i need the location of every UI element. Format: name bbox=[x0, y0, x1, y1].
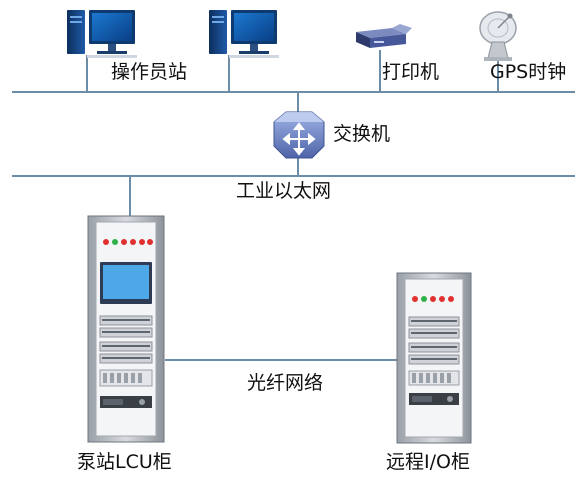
printer-icon bbox=[356, 24, 412, 48]
desktop-computer-icon bbox=[209, 10, 279, 58]
pump-lcu-cabinet-label: 泵站LCU柜 bbox=[77, 451, 172, 473]
indicator-lights bbox=[412, 296, 454, 302]
fiber-network-label: 光纤网络 bbox=[247, 372, 324, 394]
remote-io-cabinet-label: 远程I/O柜 bbox=[386, 451, 470, 473]
network-lines bbox=[12, 50, 575, 361]
server-rack-icon bbox=[396, 272, 472, 444]
switch-label: 交换机 bbox=[333, 123, 391, 145]
satellite-dish-icon bbox=[479, 11, 517, 61]
industrial-ethernet-label: 工业以太网 bbox=[236, 180, 332, 202]
operator-station-label: 操作员站 bbox=[111, 61, 188, 83]
gps-clock-label: GPS时钟 bbox=[490, 61, 567, 83]
desktop-computer-icon bbox=[67, 10, 137, 58]
network-switch-icon bbox=[273, 111, 325, 159]
indicator-lights bbox=[103, 239, 153, 245]
printer-label: 打印机 bbox=[382, 61, 440, 83]
server-rack-icon bbox=[87, 215, 165, 443]
